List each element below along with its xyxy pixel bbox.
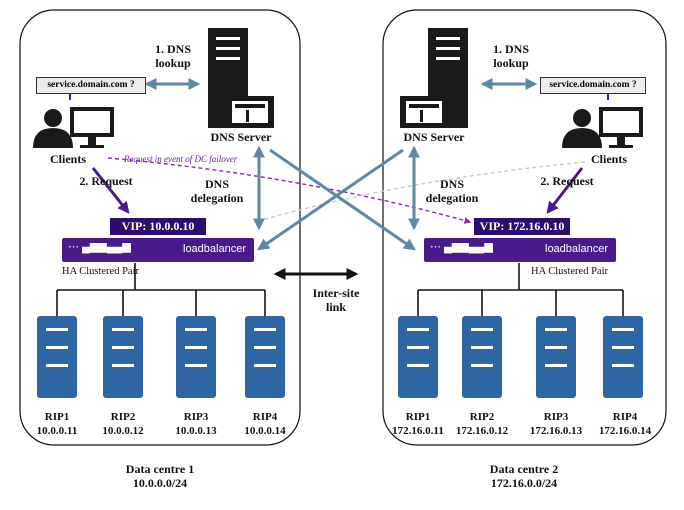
appliance-ports-icon: ⋯ ▄▆▆▄▄▆ [68, 241, 131, 253]
loadbalancer-appliance-2: ⋯ ▄▆▆▄▄▆ loadbalancer [424, 238, 616, 262]
rip-label-1-2: RIP2 10.0.0.12 [93, 410, 153, 438]
rip-server-icon [37, 316, 77, 398]
rip-name: RIP1 [405, 411, 431, 423]
rip-server-icon [176, 316, 216, 398]
rip-servers [37, 316, 643, 398]
client-1-icon [33, 107, 114, 148]
rip-tree-2 [417, 263, 624, 316]
rip-name: RIP3 [543, 411, 569, 423]
request-arrow-1 [91, 167, 130, 214]
loadbalancer-appliance-1: ⋯ ▄▆▆▄▄▆ loadbalancer [62, 238, 254, 262]
failover-note: Request in event of DC failover [124, 154, 238, 164]
failover-arrow [107, 157, 472, 224]
ha-label-1: HA Clustered Pair [62, 266, 139, 277]
dns-lookup-line2: lookup [155, 56, 191, 70]
vip-badge-1: VIP: 10.0.0.10 [110, 218, 206, 235]
rip-name: RIP4 [252, 411, 278, 423]
intersite-line2: link [325, 300, 346, 314]
rip-tree-1 [56, 263, 266, 316]
dns-delegation-line1: DNS [439, 177, 464, 191]
datacentre-title-1: Data centre 1 10.0.0.0/24 [100, 462, 220, 490]
dns-lookup-line1: 1. DNS [154, 42, 191, 56]
client-2-icon [562, 107, 643, 148]
dns-server-2-icon [400, 28, 468, 128]
clients-label-1: Clients [50, 152, 86, 166]
dns-delegation-line2: delegation [425, 191, 479, 205]
dns-lookup-line2: lookup [493, 56, 529, 70]
failover-arrow-grey [253, 161, 586, 224]
rip-ip: 172.16.0.12 [455, 425, 509, 437]
dns-delegation-line2: delegation [190, 191, 244, 205]
rip-server-icon [603, 316, 643, 398]
rip-ip: 10.0.0.11 [36, 425, 78, 437]
dns-server-1-icon [208, 28, 274, 128]
rip-server-icon [536, 316, 576, 398]
dns-cross-arrow-2 [257, 148, 404, 251]
dns-lookup-line1: 1. DNS [492, 42, 529, 56]
dns-server-label-2: DNS Server [403, 130, 465, 144]
vip-badge-2: VIP: 172.16.0.10 [474, 218, 570, 235]
ha-label-2: HA Clustered Pair [531, 266, 608, 277]
dns-server-label-1: DNS Server [210, 130, 272, 144]
intersite-label: Inter-site link [296, 286, 376, 314]
dc-subnet: 10.0.0.0/24 [132, 476, 188, 490]
request-label-2: 2. Request [540, 174, 594, 188]
rip-ip: 172.16.0.13 [529, 425, 583, 437]
dc-name: Data centre 1 [125, 462, 195, 476]
rip-server-icon [462, 316, 502, 398]
request-label-1: 2. Request [79, 174, 133, 188]
dns-delegation-label-2: DNS delegation [422, 177, 482, 205]
rip-name: RIP1 [44, 411, 70, 423]
clients-label-2: Clients [591, 152, 627, 166]
rip-ip: 172.16.0.11 [392, 425, 444, 437]
intersite-line1: Inter-site [312, 286, 360, 300]
rip-ip: 10.0.0.13 [175, 425, 217, 437]
dns-cross-arrow-1 [269, 148, 416, 251]
rip-ip: 10.0.0.14 [244, 425, 286, 437]
rip-label-1-1: RIP1 10.0.0.11 [27, 410, 87, 438]
dc-name: Data centre 2 [489, 462, 559, 476]
rip-label-1-4: RIP4 10.0.0.14 [235, 410, 295, 438]
rip-server-icon [103, 316, 143, 398]
rip-ip: 10.0.0.12 [102, 425, 144, 437]
dns-lookup-label-1: 1. DNS lookup [145, 42, 201, 70]
query-box-2: service.domain.com ? [540, 77, 646, 94]
rip-label-2-4: RIP4 172.16.0.14 [590, 410, 660, 438]
dns-delegation-line1: DNS [204, 177, 229, 191]
dc-subnet: 172.16.0.0/24 [490, 476, 558, 490]
datacentre-1-boundary [19, 9, 301, 446]
rip-label-2-1: RIP1 172.16.0.11 [383, 410, 453, 438]
rip-label-1-3: RIP3 10.0.0.13 [166, 410, 226, 438]
request-arrow-2 [546, 167, 584, 214]
brand-logo-2: loadbalancer [545, 243, 608, 255]
appliance-ports-icon: ⋯ ▄▆▆▄▄▆ [430, 241, 493, 253]
rip-name: RIP2 [469, 411, 495, 423]
brand-logo-1: loadbalancer [183, 243, 246, 255]
rip-name: RIP2 [110, 411, 136, 423]
rip-server-icon [398, 316, 438, 398]
rip-ip: 172.16.0.14 [598, 425, 652, 437]
dns-lookup-label-2: 1. DNS lookup [483, 42, 539, 70]
rip-server-icon [245, 316, 285, 398]
query-box-1: service.domain.com ? [36, 77, 146, 94]
rip-label-2-3: RIP3 172.16.0.13 [521, 410, 591, 438]
rip-name: RIP4 [612, 411, 638, 423]
datacentre-title-2: Data centre 2 172.16.0.0/24 [464, 462, 584, 490]
rip-label-2-2: RIP2 172.16.0.12 [447, 410, 517, 438]
rip-name: RIP3 [183, 411, 209, 423]
dns-delegation-label-1: DNS delegation [187, 177, 247, 205]
